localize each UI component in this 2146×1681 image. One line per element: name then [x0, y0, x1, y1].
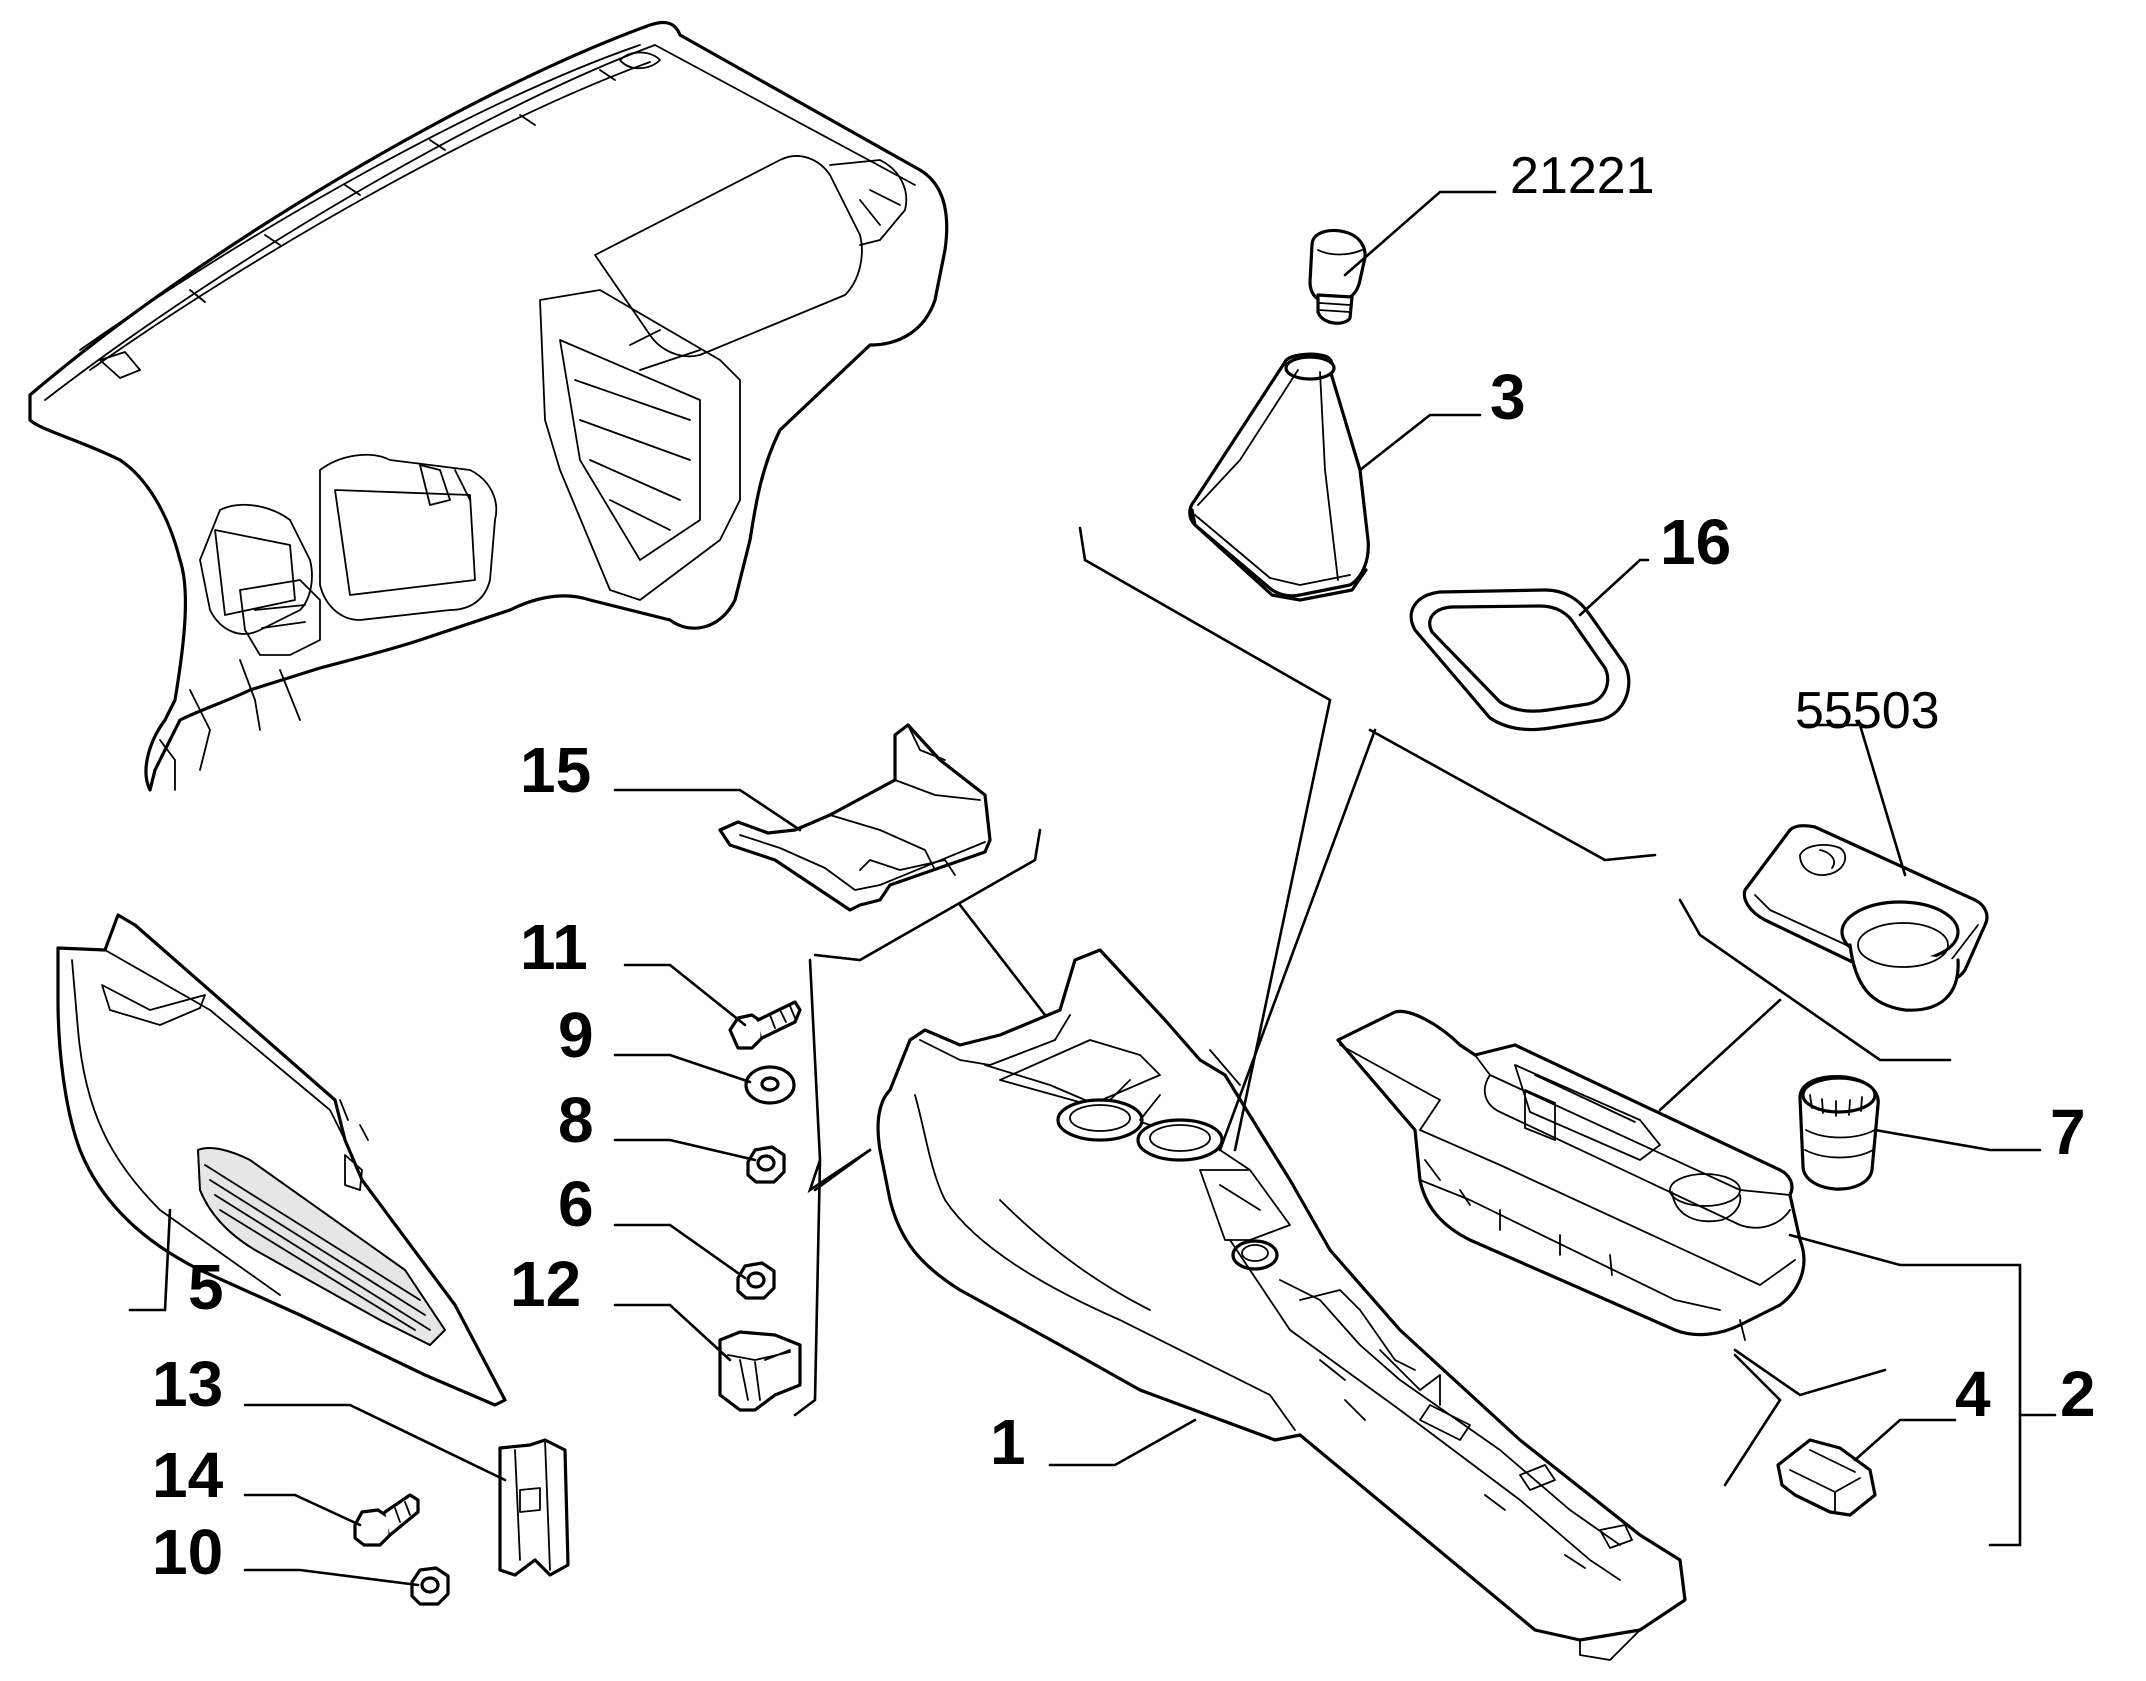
leader-9	[613, 1053, 752, 1084]
clip-12-part	[718, 1330, 802, 1412]
leader-7	[1873, 1128, 2042, 1152]
leader-3	[1358, 413, 1482, 472]
dashboard-assembly	[28, 20, 949, 792]
leader-5	[128, 1208, 172, 1312]
callout-10: 10	[152, 1516, 224, 1588]
leader-55503	[1803, 723, 1907, 877]
gear-knob-part	[1308, 228, 1367, 325]
cap-part	[1798, 1075, 1880, 1191]
callout-9: 9	[558, 999, 594, 1071]
leader-11	[623, 963, 747, 1027]
callout-15: 15	[520, 734, 592, 806]
callout-1: 1	[990, 1406, 1026, 1478]
leader-12	[613, 1303, 732, 1362]
callout-21221: 21221	[1510, 147, 1655, 205]
callout-6: 6	[558, 1168, 594, 1240]
leader-14	[243, 1493, 362, 1527]
trim-ring-part	[1409, 588, 1631, 732]
cup-holder-insert-part	[1742, 824, 1989, 1012]
callout-4: 4	[1955, 1358, 1991, 1430]
center-console-part	[876, 948, 1687, 1661]
side-panel-part	[56, 913, 507, 1407]
callout-3: 3	[1490, 361, 1526, 433]
bracket-13-part	[498, 1438, 570, 1577]
leader-lines	[128, 190, 2057, 1587]
nut-8-part	[746, 1145, 786, 1184]
callout-8: 8	[558, 1084, 594, 1156]
callout-14: 14	[152, 1439, 224, 1511]
callout-2: 2	[2060, 1358, 2096, 1430]
callout-13: 13	[152, 1348, 224, 1420]
leader-2-bracket	[1788, 1233, 2022, 1547]
nut-6-part	[736, 1261, 776, 1300]
leader-1	[1048, 1418, 1197, 1467]
leader-4	[1853, 1418, 1957, 1462]
callout-7: 7	[2050, 1096, 2086, 1168]
gear-boot-part	[1188, 352, 1370, 602]
leader-13	[243, 1403, 507, 1482]
callout-5: 5	[188, 1251, 224, 1323]
leader-10	[243, 1568, 420, 1587]
armrest-console-part	[1336, 1009, 1806, 1341]
callout-11: 11	[520, 911, 588, 983]
leader-15	[613, 788, 802, 832]
clip-part	[1776, 1438, 1877, 1517]
trim-panel-part	[718, 723, 992, 912]
leader-16	[1578, 558, 1650, 617]
callout-16: 16	[1660, 506, 1732, 578]
leader-8	[613, 1138, 757, 1162]
callout-12: 12	[510, 1248, 582, 1320]
bolt-14-part	[353, 1493, 420, 1547]
washer-9-part	[744, 1065, 796, 1105]
callout-55503: 55503	[1795, 682, 1940, 740]
leader-6	[613, 1223, 747, 1280]
leader-21221	[1343, 190, 1497, 277]
bolt-11-part	[728, 1000, 802, 1050]
nut-10-part	[410, 1566, 450, 1606]
